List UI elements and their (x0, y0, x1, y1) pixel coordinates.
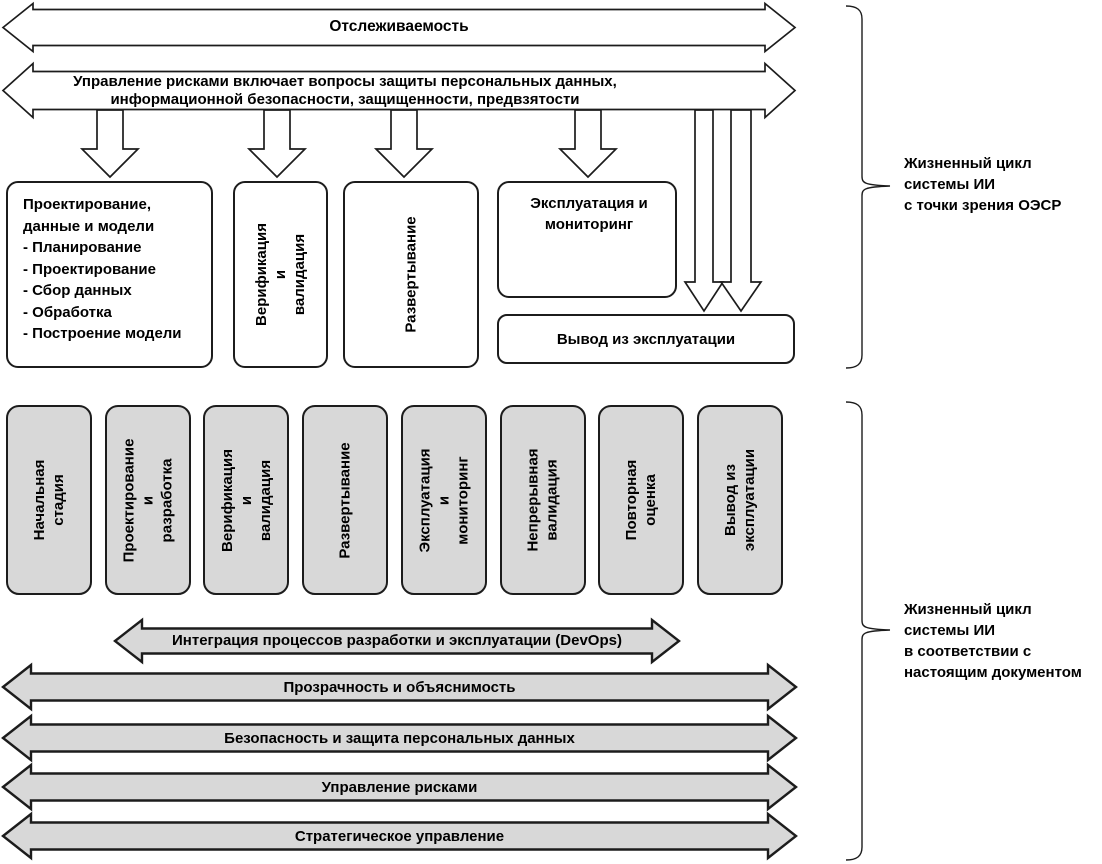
design-data-models-label: Проектирование, данные и модели - Планир… (23, 196, 182, 342)
down-arrow-verification (246, 109, 308, 179)
risk-arrow-label: Управление рисками (321, 778, 478, 796)
traceability-arrow-shape (1, 1, 797, 54)
document-section-brace (845, 401, 891, 861)
oecd-lifecycle-label: Жизненный цикл системы ИИ с точки зрения… (904, 155, 1062, 214)
document-lifecycle-label: Жизненный цикл системы ИИ в соответствии… (904, 601, 1082, 681)
design-data-models-box: Проектирование, данные и модели - Планир… (6, 181, 213, 368)
stage-box-reassessment: Повторная оценка (598, 405, 684, 595)
transparency-arrow-shape (1, 662, 798, 712)
stage-box-retirement: Вывод из эксплуатации (697, 405, 783, 595)
transparency-arrow-label: Прозрачность и объяснимость (283, 678, 516, 696)
stage-box-deployment: Развертывание (302, 405, 388, 595)
stage-label-retirement: Вывод из эксплуатации (722, 448, 759, 552)
stage-box-operation-monitoring: Эксплуатация и мониторинг (401, 405, 487, 595)
stage-label-continuous-validation: Непрерывная валидация (525, 448, 561, 552)
stage-box-initial: Начальная стадия (6, 405, 92, 595)
traceability-arrow-label: Отслеживаемость (329, 18, 469, 36)
stage-label-operation-monitoring: Эксплуатация и мониторинг (416, 447, 472, 553)
stage-label-verification-validation: Верификация и валидация (218, 448, 274, 552)
stage-box-continuous-validation: Непрерывная валидация (500, 405, 586, 595)
verification-validation-label: Верификация и валидация (253, 223, 309, 326)
stage-label-design-development: Проектирование и разработка (120, 438, 176, 562)
devops-arrow-shape (113, 617, 681, 665)
stage-label-deployment: Развертывание (336, 441, 354, 559)
verification-validation-box: Верификация и валидация (233, 181, 328, 368)
risk-management-arrow-shape (1, 61, 797, 120)
security-arrow-shape (1, 713, 798, 763)
stage-label-initial: Начальная стадия (31, 459, 67, 541)
stage-box-verification-validation: Верификация и валидация (203, 405, 289, 595)
security-arrow-label: Безопасность и защита персональных данны… (224, 729, 575, 747)
oecd-section-brace (845, 5, 891, 369)
retirement-box: Вывод из эксплуатации (497, 314, 795, 364)
devops-arrow-label: Интеграция процессов разработки и эксплу… (172, 632, 622, 650)
down-arrow-deployment (373, 109, 435, 179)
risk-management-arrow-label: Управление рисками включает вопросы защи… (73, 73, 617, 108)
down-arrow-operation (557, 109, 619, 179)
operation-monitoring-box: Эксплуатация и мониторинг (497, 181, 677, 298)
deployment-label: Развертывание (402, 216, 420, 333)
governance-arrow-label: Стратегическое управление (294, 827, 505, 845)
risk-arrow-shape (1, 762, 798, 812)
stage-label-reassessment: Повторная оценка (623, 459, 659, 541)
deployment-box: Развертывание (343, 181, 479, 368)
down-arrow-design (79, 109, 141, 179)
operation-monitoring-label: Эксплуатация и мониторинг (530, 195, 648, 233)
long-down-arrow-right (719, 109, 763, 313)
long-down-arrow-left (683, 109, 725, 313)
retirement-label: Вывод из эксплуатации (556, 330, 736, 348)
stage-box-design-development: Проектирование и разработка (105, 405, 191, 595)
governance-arrow-shape (1, 811, 798, 861)
